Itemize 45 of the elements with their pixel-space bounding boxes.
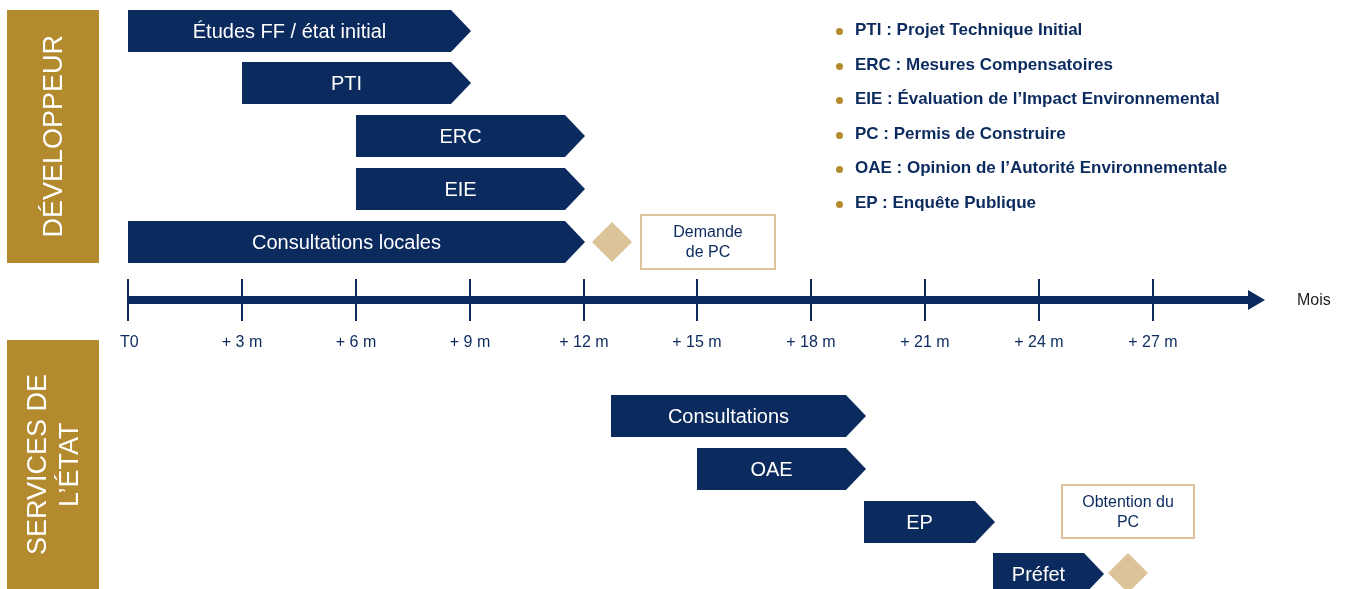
task-label: Études FF / état initial xyxy=(192,19,387,43)
gantt-bar xyxy=(356,115,585,157)
gantt-bar xyxy=(864,501,995,543)
milestone-box xyxy=(1061,484,1195,539)
tick-label: + 21 m xyxy=(899,333,951,351)
actor-band xyxy=(7,10,99,263)
task-label: Préfet xyxy=(1011,562,1066,586)
gantt-bar xyxy=(697,448,866,490)
milestone-box xyxy=(640,214,776,270)
abbreviation-note: PC : Permis de Construire xyxy=(855,123,1066,144)
task-label: OAE xyxy=(750,457,793,481)
tick-label: + 18 m xyxy=(785,333,837,351)
task-label: Consultations locales xyxy=(252,230,441,254)
gantt-bar xyxy=(128,221,585,263)
axis-unit-label: Mois xyxy=(1297,291,1331,309)
gantt-bar xyxy=(356,168,585,210)
task-label: ERC xyxy=(439,124,482,148)
abbreviation-note: EIE : Évaluation de l’Impact Environnemental xyxy=(855,89,1220,109)
tick-label: + 15 m xyxy=(671,333,723,351)
abbreviation-note: OAE : Opinion de l’Autorité Environnementale xyxy=(855,158,1228,178)
tick-label: + 3 m xyxy=(220,333,264,351)
tick-label: + 24 m xyxy=(1013,333,1065,351)
task-label: PTI xyxy=(330,71,363,95)
tick-label: + 6 m xyxy=(334,333,378,351)
milestone-diamond xyxy=(592,222,632,262)
tick-label: + 9 m xyxy=(448,333,492,351)
tick-label: + 12 m xyxy=(558,333,610,351)
tick-label: T0 xyxy=(120,333,139,351)
gantt-bar xyxy=(242,62,471,104)
tick-label: + 27 m xyxy=(1127,333,1179,351)
task-label: Consultations xyxy=(667,404,790,428)
task-label: EP xyxy=(906,510,933,534)
band-label: DÉVELOPPEUR xyxy=(37,35,69,238)
gantt-bar xyxy=(128,10,471,52)
band-label: SERVICES DE L’ÉTAT xyxy=(21,372,85,558)
box-label: Obtention du PC xyxy=(1081,491,1175,532)
abbreviation-note: ERC : Mesures Compensatoires xyxy=(855,54,1113,75)
box-label: Demande de PC xyxy=(672,222,744,262)
milestone-diamond xyxy=(1108,553,1148,589)
abbreviation-note: EP : Enquête Publique xyxy=(855,192,1037,213)
gantt-bar xyxy=(993,553,1104,589)
actor-band xyxy=(7,340,99,589)
task-label: EIE xyxy=(444,177,477,201)
abbreviation-note: PTI : Projet Technique Initial xyxy=(855,20,1083,40)
gantt-bar xyxy=(611,395,866,437)
